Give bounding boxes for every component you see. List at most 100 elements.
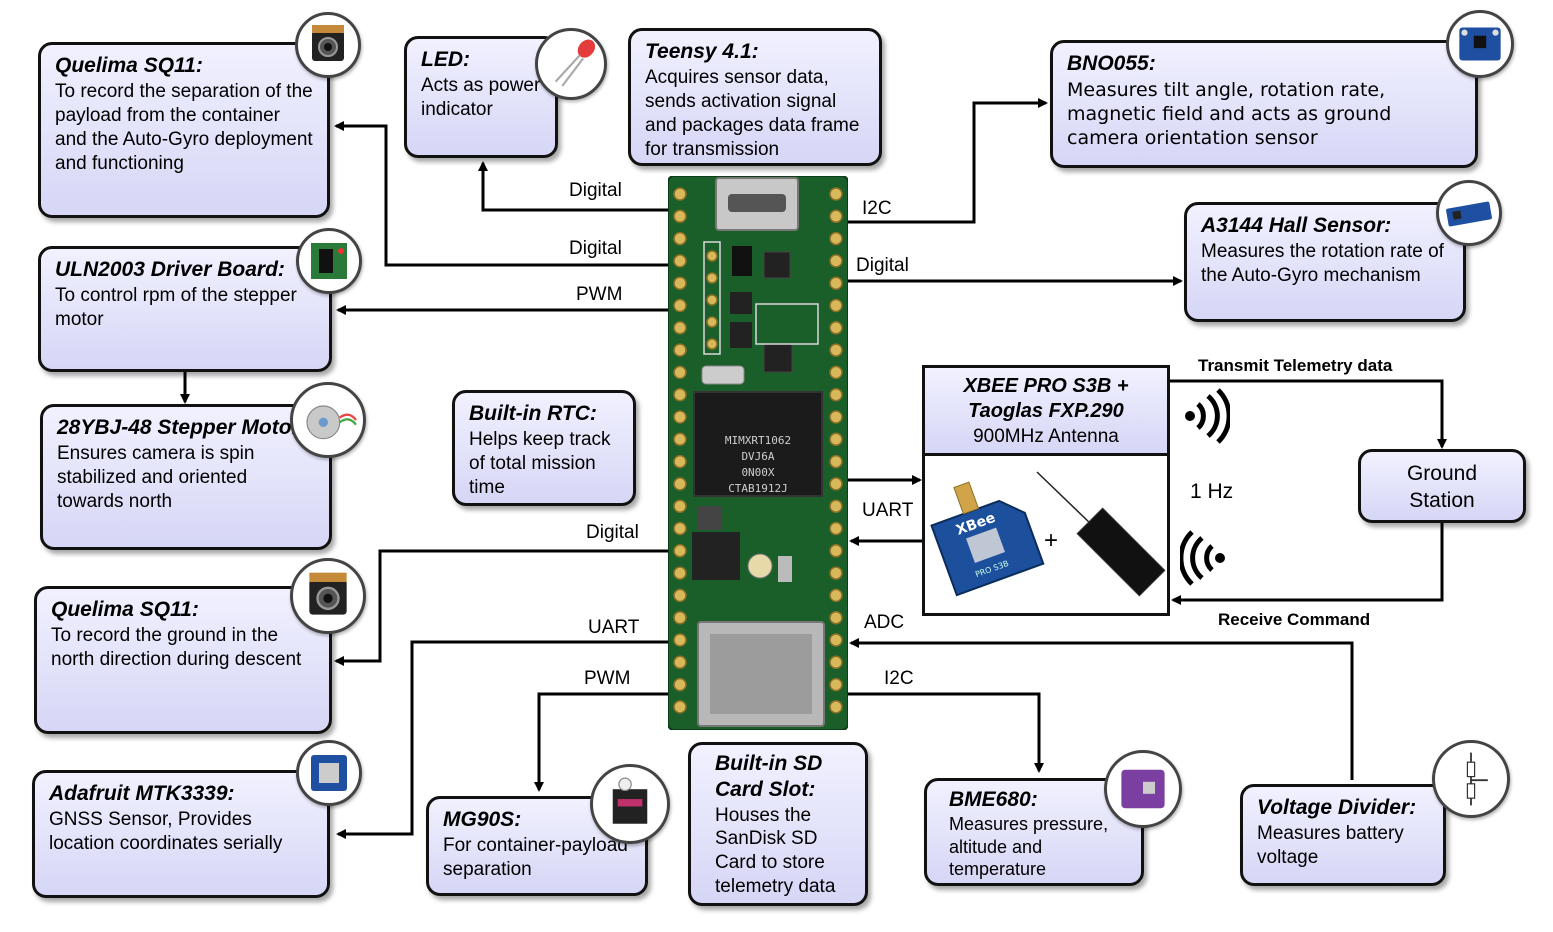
link-transmit-label: Transmit Telemetry data [1198,356,1393,375]
stepper-motor-icon [290,382,366,458]
signal-i2c-bme: I2C [884,668,914,689]
board-pad [673,544,687,558]
box-desc: Measures pressure, altitude and temperat… [949,814,1109,880]
board-pad [673,365,687,380]
board-pad [829,655,843,670]
signal-pwm-uln: PWM [576,284,623,305]
box-uln2003: ULN2003 Driver Board: To control rpm of … [38,246,332,372]
board-pad [829,521,843,536]
board-pad [829,187,843,201]
hall-sensor-icon [1436,180,1502,246]
box-stepper: 28YBJ-48 Stepper Motor: Ensures camera i… [40,404,332,550]
box-sd-slot: Built-in SD Card Slot: Houses the SanDis… [688,742,868,906]
board-pad [673,700,687,714]
box-title: Voltage Divider: [1257,796,1417,819]
signal-i2c-bno: I2C [862,198,892,219]
box-desc: Acts as power indicator [421,74,541,120]
board-pad [673,677,687,692]
box-mtk3339: Adafruit MTK3339: GNSS Sensor, Provides … [32,770,330,898]
box-quelima-sq11-top: Quelima SQ11: To record the separation o… [38,42,330,218]
box-title: XBEE PRO S3B + Taoglas FXP.290 [963,375,1129,423]
board-pad [706,272,718,284]
box-desc: To record the ground in the north direct… [51,624,302,670]
box-desc: GNSS Sensor, Provides location coordinat… [49,808,283,854]
servo-icon [590,764,670,844]
link-receive-label: Receive Command [1218,610,1371,629]
box-desc: Measures the rotation rate of the Auto-G… [1201,240,1444,286]
board-pad [673,633,687,647]
main-chip [693,391,823,497]
wire-receive [1171,522,1444,605]
box-desc: To control rpm of the stepper motor [55,284,297,330]
board-pad [829,544,843,558]
imu-board-icon [1446,10,1514,78]
box-desc: Helps keep track of total mission time [469,428,611,498]
board-pad [829,432,843,447]
board-pad [673,454,687,469]
wifi-transmit-icon [1185,388,1230,444]
xbee-header: XBEE PRO S3B + Taoglas FXP.290 900MHz An… [925,368,1167,456]
box-desc: Ensures camera is spin stabilized and or… [57,442,255,512]
box-title: Adafruit MTK3339: [49,782,235,805]
box-led: LED: Acts as power indicator [404,36,558,158]
box-title: MG90S: [443,808,522,831]
chip-marking: 0N00X [741,466,774,479]
box-ground-station: Ground Station [1358,449,1526,523]
board-pad [829,209,843,224]
board-pad [673,276,687,290]
box-voltage-divider: Voltage Divider: Measures battery voltag… [1240,784,1446,886]
box-desc: Houses the SanDisk SD Card to store tele… [715,804,836,897]
camera-icon [295,12,361,78]
box-desc: To record the separation of the payload … [55,80,313,175]
board-pad [829,276,843,290]
board-pad [829,254,843,268]
box-desc: 900MHz Antenna [973,425,1119,447]
board-pad [673,432,687,447]
board-pad [829,588,843,603]
board-pad [829,387,843,402]
signal-digital-led: Digital [569,180,622,201]
board-pad [673,610,687,625]
box-teensy: Teensy 4.1: Acquires sensor data, sends … [628,28,882,166]
wire-servo [534,692,670,792]
board-pad [829,343,843,357]
box-desc: Measures tilt angle, rotation rate, magn… [1067,78,1392,149]
board-pad [829,477,843,491]
box-bno055: BNO055: Measures tilt angle, rotation ra… [1050,40,1478,168]
wifi-receive-icon [1180,530,1225,586]
box-title: Teensy 4.1: [645,40,759,63]
signal-uart-gps: UART [588,617,640,638]
box-desc: Ground Station [1406,462,1478,513]
chip-marking: CTAB1912J [728,482,788,495]
wire-transmit [1168,379,1447,449]
board-pad [829,410,843,424]
board-pad [673,187,687,201]
bme680-sensor-icon [1104,750,1182,828]
board-pad [673,231,687,246]
board-pad [673,588,687,603]
chip-marking: DVJ6A [741,450,774,463]
wire-bme [845,692,1044,773]
box-xbee: XBEE PRO S3B + Taoglas FXP.290 900MHz An… [922,365,1170,616]
box-title: 28YBJ-48 Stepper Motor: [57,416,307,439]
box-title: Quelima SQ11: [51,598,199,621]
board-pad [706,294,718,306]
board-pad [706,338,718,350]
svg-text:+: + [1044,527,1058,554]
box-title: Built-in SD Card Slot: [715,752,823,802]
board-pad [673,321,687,335]
board-pad [829,610,843,625]
reset-button [747,553,773,579]
box-desc: For container-payload separation [443,834,628,880]
board-pad [829,566,843,580]
camera-icon [290,558,366,634]
box-desc: Measures battery voltage [1257,822,1404,868]
board-pad [829,321,843,335]
signal-digital-cam2: Digital [586,522,639,543]
board-pad [673,209,687,224]
board-pad [829,499,843,513]
board-pad [673,499,687,513]
